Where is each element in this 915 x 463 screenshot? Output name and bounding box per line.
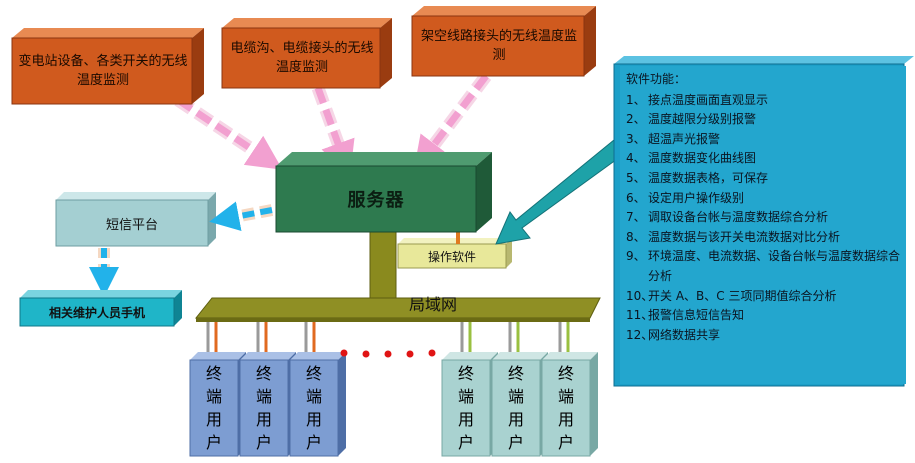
feature-number: 3、	[626, 131, 646, 146]
feature-text: 开关 A、B、C 三项同期值综合分析	[648, 288, 837, 303]
feature-text: 环境温度、电流数据、设备台帐与温度数据综合分析	[648, 249, 901, 283]
feature-number: 11、	[626, 308, 654, 323]
feature-text: 设定用户操作级别	[648, 190, 745, 205]
lan-bar-shape	[194, 231, 601, 322]
feature-number: 8、	[626, 229, 646, 244]
maintenance-phone-box	[19, 290, 182, 327]
feature-number: 6、	[626, 190, 646, 205]
feature-number: 10、	[626, 288, 654, 303]
lan-label: 局域网	[408, 295, 457, 314]
feature-text: 接点温度画面直观显示	[648, 92, 769, 107]
terminal-label-3: 终端用户	[305, 364, 322, 452]
sms-platform-label: 短信平台	[105, 217, 158, 233]
feature-list: 软件功能： 1、接点温度画面直观显示 2、温度越限分级别报警 3、超温声光报警 …	[626, 70, 904, 345]
feature-text: 温度数据与该开关电流数据对比分析	[648, 229, 841, 244]
feature-number: 7、	[626, 210, 646, 225]
feature-text: 温度数据变化曲线图	[648, 151, 757, 166]
terminal-label-2: 终端用户	[255, 364, 272, 452]
server-label: 服务器	[347, 190, 405, 211]
source-label-substation: 变电站设备、各类开关的无线温度监测	[18, 54, 188, 88]
feature-text: 报警信息短信告知	[648, 308, 745, 323]
feature-item: 11、报警信息短信告知	[626, 306, 904, 326]
terminal-label-1: 终端用户	[205, 364, 222, 452]
maintenance-phone-label: 相关维护人员手机	[48, 305, 145, 320]
terminal-connectors	[206, 322, 570, 352]
source-box-overhead	[411, 6, 596, 77]
feature-number: 4、	[626, 151, 646, 166]
terminal-box-3	[289, 352, 346, 457]
source-arrows	[174, 72, 492, 177]
source-box-cable	[221, 18, 392, 89]
feature-text: 温度越限分级别报警	[648, 112, 757, 127]
feature-item: 5、温度数据表格，可保存	[626, 169, 904, 189]
source-label-overhead: 架空线路接头的无线温度监测	[420, 29, 577, 63]
feature-text: 调取设备台帐与温度数据综合分析	[648, 210, 829, 225]
operation-software-box	[397, 232, 512, 269]
feature-pointer-arrow	[495, 139, 625, 245]
feature-list-title: 软件功能：	[626, 72, 687, 86]
server-to-sms-arrow	[209, 201, 274, 231]
source-label-cable: 电缆沟、电缆接头的无线温度监测	[230, 41, 374, 75]
feature-panel	[613, 56, 914, 387]
terminal-label-6: 终端用户	[557, 364, 574, 452]
terminal-label-4: 终端用户	[457, 364, 474, 452]
feature-item: 3、超温声光报警	[626, 130, 904, 150]
feature-item: 9、环境温度、电流数据、设备台帐与温度数据综合分析	[626, 247, 904, 286]
source-box-substation	[11, 28, 204, 105]
feature-text: 温度数据表格，可保存	[648, 170, 769, 185]
feature-number: 2、	[626, 112, 646, 127]
ellipsis-dots	[340, 349, 436, 358]
feature-item: 4、温度数据变化曲线图	[626, 149, 904, 169]
feature-number: 12、	[626, 327, 654, 342]
terminal-label-5: 终端用户	[507, 364, 524, 452]
server-box	[275, 152, 492, 233]
operation-software-label: 操作软件	[427, 249, 476, 264]
feature-item: 6、设定用户操作级别	[626, 189, 904, 209]
feature-number: 5、	[626, 170, 646, 185]
feature-text: 网络数据共享	[648, 327, 721, 342]
feature-number: 1、	[626, 92, 646, 107]
feature-text: 超温声光报警	[648, 131, 721, 146]
feature-item: 8、温度数据与该开关电流数据对比分析	[626, 228, 904, 248]
feature-item: 2、温度越限分级别报警	[626, 110, 904, 130]
terminal-box-6	[541, 352, 598, 457]
feature-item: 10、开关 A、B、C 三项同期值综合分析	[626, 287, 904, 307]
feature-item: 1、接点温度画面直观显示	[626, 91, 904, 111]
feature-number: 9、	[626, 249, 646, 264]
feature-item: 7、调取设备台帐与温度数据综合分析	[626, 208, 904, 228]
feature-item: 12、网络数据共享	[626, 326, 904, 346]
